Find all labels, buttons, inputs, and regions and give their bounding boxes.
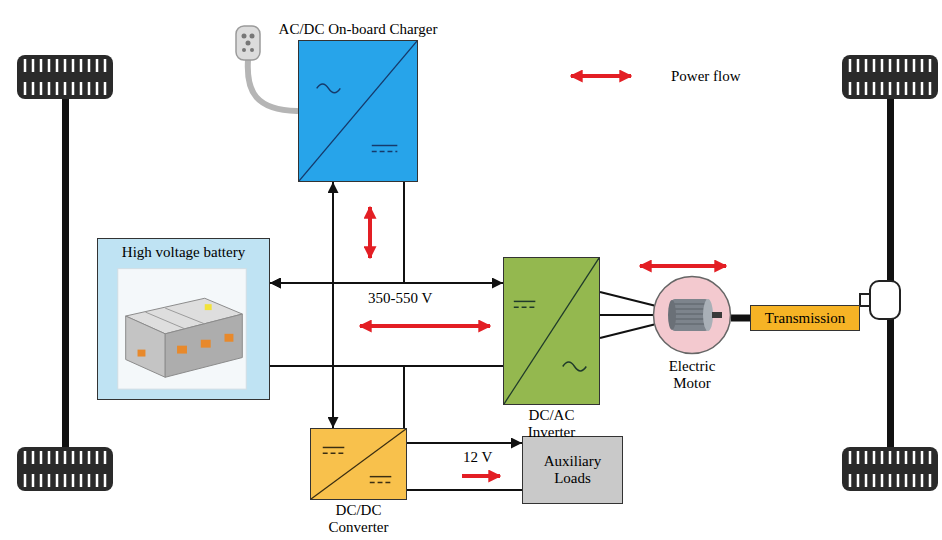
- charging-plug: [242, 34, 247, 39]
- box-label: Auxiliary Loads: [533, 453, 612, 487]
- connector-line: [600, 292, 654, 306]
- battery-picture: [225, 334, 234, 342]
- battery-picture: [118, 269, 246, 389]
- battery-picture: [165, 308, 205, 324]
- battery-picture: [205, 304, 212, 310]
- charging-plug: [246, 41, 251, 46]
- charging-plug: [250, 34, 255, 39]
- inverter-symbol: [504, 258, 599, 404]
- converter-symbol: [323, 453, 345, 454]
- connector-line: [407, 489, 522, 491]
- box-label: Transmission: [765, 310, 845, 327]
- inverter-symbol: [514, 301, 536, 302]
- connector-line: [407, 442, 522, 444]
- connector-line: [600, 314, 653, 316]
- battery-picture: [98, 239, 269, 399]
- inverter-symbol: [504, 258, 599, 404]
- legend-entry: Power flow: [567, 66, 741, 86]
- voltage-label: 12 V: [463, 449, 492, 466]
- converter-symbol: [311, 429, 406, 499]
- converter-symbol: [370, 476, 392, 477]
- motor-circle: [712, 312, 722, 318]
- front-axle: [62, 99, 69, 447]
- battery-picture: [201, 340, 211, 348]
- battery-picture: [126, 316, 166, 377]
- rear-axle: [887, 99, 894, 447]
- inverter-symbol: [514, 307, 536, 308]
- charging-plug: [242, 48, 246, 52]
- connector-line: [270, 366, 404, 428]
- power-flow-arrow: [368, 207, 372, 258]
- motor-circle: [668, 300, 676, 330]
- converter-symbol: [299, 41, 417, 181]
- load-box: Auxiliary Loads: [522, 436, 623, 504]
- converter-box: DC/DC Converter: [310, 428, 407, 500]
- wheel: [17, 55, 113, 99]
- power-flow-arrow: [360, 324, 490, 328]
- power-flow-arrow: [462, 474, 500, 478]
- legend-arrow: [567, 66, 635, 86]
- wheel: [17, 447, 113, 491]
- box-title: AC/DC On-board Charger: [279, 21, 438, 38]
- converter-symbol: [299, 41, 417, 181]
- inverter-symbol: [563, 362, 587, 371]
- battery-picture: [138, 350, 146, 357]
- motor-circle: Electric Motor: [652, 275, 732, 355]
- converter-symbol: [323, 447, 345, 448]
- charging-plug: [236, 26, 260, 60]
- box-title: High voltage battery: [98, 239, 269, 261]
- connector-line: [600, 324, 654, 338]
- battery-box: High voltage battery: [97, 238, 270, 400]
- motor-circle: [703, 299, 713, 331]
- legend-text: Power flow: [671, 68, 741, 85]
- charger-box: AC/DC On-board Charger: [298, 40, 418, 182]
- box-caption: DC/DC Converter: [314, 502, 404, 536]
- connector-line: [270, 283, 333, 428]
- connector-line: [270, 182, 404, 283]
- wheel: [842, 447, 938, 491]
- charging-plug: [250, 48, 254, 52]
- battery-picture: [145, 312, 185, 329]
- motor-circle: [674, 304, 706, 324]
- power-flow-arrow: [640, 264, 726, 268]
- converter-symbol: [372, 145, 398, 146]
- wheel: [842, 55, 938, 99]
- converter-symbol: [372, 151, 398, 152]
- differential: [870, 281, 900, 319]
- connector-line: [731, 315, 750, 322]
- battery-picture: [177, 346, 187, 354]
- motor-circle: [654, 277, 731, 354]
- voltage-label: 350-550 V: [368, 290, 432, 307]
- box-caption: DC/AC Inverter: [512, 407, 592, 441]
- charging-plug: [248, 60, 297, 111]
- motor-circle: [672, 299, 708, 331]
- converter-symbol: [311, 429, 406, 499]
- converter-symbol: [317, 84, 341, 93]
- charging-plug: [236, 26, 297, 111]
- box-caption: Electric Motor: [654, 358, 730, 392]
- converter-symbol: [370, 482, 392, 483]
- legend-arrow: [571, 74, 631, 78]
- inverter-box: DC/AC Inverter: [503, 257, 600, 405]
- differential: [860, 281, 900, 319]
- connector-line: [270, 182, 333, 283]
- transmission-box: Transmission: [750, 305, 860, 331]
- motor-circle: [652, 275, 732, 355]
